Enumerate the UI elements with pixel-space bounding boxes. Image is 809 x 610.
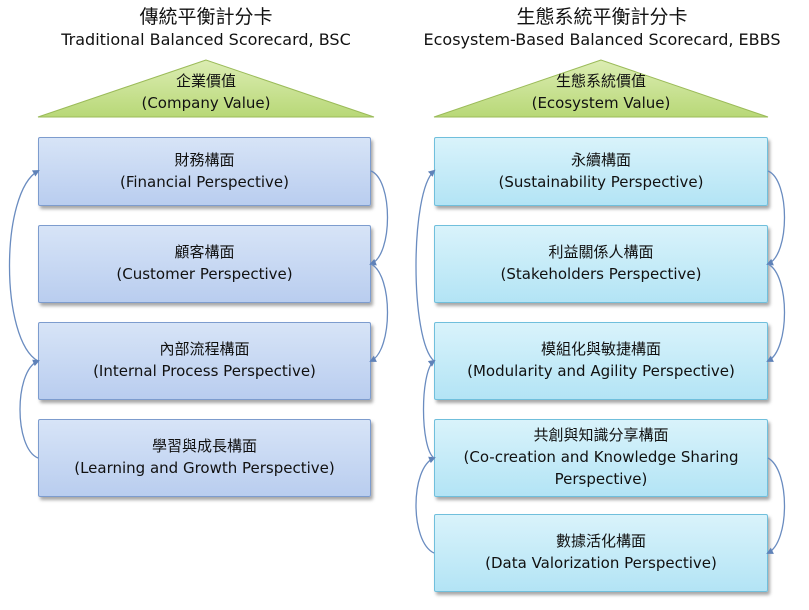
bsc-roof-label: 企業價值 (Company Value) xyxy=(106,71,306,115)
ebbs-arrow-modularity-to-sustainability xyxy=(415,169,436,362)
bsc-title-zh: 傳統平衡計分卡 xyxy=(139,6,273,28)
ebbs-arrow-stakeholders-to-modularity xyxy=(766,263,786,362)
ebbs-cocreation-en: (Co-creation and Knowledge Sharing xyxy=(463,448,739,467)
ebbs-data-valorization-zh: 數據活化構面 xyxy=(555,532,646,551)
ebbs-sustainability-en: (Sustainability Perspective) xyxy=(498,172,704,191)
ebbs-sustainability-box: 永續構面 (Sustainability Perspective) xyxy=(434,137,768,206)
ebbs-title: 生態系統平衡計分卡 Ecosystem-Based Balanced Score… xyxy=(395,6,809,50)
bsc-title-en: Traditional Balanced Scorecard, BSC xyxy=(61,29,351,49)
ebbs-roof-zh: 生態系統價值 xyxy=(555,72,646,90)
bsc-arrow-financial-to-customer xyxy=(369,170,389,266)
ebbs-arrow-cocreation-to-data xyxy=(766,457,786,554)
ebbs-title-zh: 生態系統平衡計分卡 xyxy=(516,6,688,28)
bsc-learning-growth-box: 學習與成長構面 (Learning and Growth Perspective… xyxy=(38,419,371,497)
ebbs-cocreation-box: 共創與知識分享構面 (Co-creation and Knowledge Sha… xyxy=(434,419,768,497)
ebbs-roof-triangle xyxy=(433,59,769,118)
bsc-internal-process-en: (Internal Process Perspective) xyxy=(93,362,316,380)
bsc-roof-triangle xyxy=(37,59,375,118)
ebbs-stakeholders-en: (Stakeholders Perspective) xyxy=(500,265,702,283)
roof-triangles xyxy=(37,59,769,118)
ebbs-arrow-cocreation-to-modularity xyxy=(422,359,436,459)
ebbs-stakeholders-box: 利益關係人構面 (Stakeholders Perspective) xyxy=(434,225,768,303)
ebbs-data-valorization-en: (Data Valorization Perspective) xyxy=(485,554,717,572)
bsc-learning-growth-zh: 學習與成長構面 xyxy=(151,437,257,456)
ebbs-modularity-agility-zh: 模組化與敏捷構面 xyxy=(540,340,661,359)
bsc-learning-growth-en: (Learning and Growth Perspective) xyxy=(74,459,335,477)
bsc-title: 傳統平衡計分卡 Traditional Balanced Scorecard, … xyxy=(38,6,374,50)
bsc-arrow-customer-to-process xyxy=(369,263,389,362)
bsc-financial-en: (Financial Perspective) xyxy=(119,172,290,191)
bsc-roof-en: (Company Value) xyxy=(141,93,271,112)
ebbs-cocreation-zh: 共創與知識分享構面 xyxy=(533,426,669,445)
ebbs-modularity-agility-en: (Modularity and Agility Perspective) xyxy=(467,362,735,380)
ebbs-cocreation-en2: Perspective) xyxy=(554,469,648,488)
bsc-internal-process-zh: 內部流程構面 xyxy=(159,340,250,359)
ebbs-roof-label: 生態系統價值 (Ecosystem Value) xyxy=(501,71,701,115)
ebbs-arrow-sustainability-to-stakeholders xyxy=(766,170,786,266)
ebbs-sustainability-zh: 永續構面 xyxy=(570,150,631,169)
ebbs-modularity-agility-box: 模組化與敏捷構面 (Modularity and Agility Perspec… xyxy=(434,322,768,400)
bsc-arrow-learning-to-process xyxy=(19,359,40,459)
bsc-arrow-process-to-financial xyxy=(8,170,40,362)
bsc-roof-zh: 企業價值 xyxy=(175,72,236,90)
bsc-financial-zh: 財務構面 xyxy=(174,150,235,169)
ebbs-data-valorization-box: 數據活化構面 (Data Valorization Perspective) xyxy=(434,514,768,592)
ebbs-roof-en: (Ecosystem Value) xyxy=(531,93,671,112)
bsc-customer-en: (Customer Perspective) xyxy=(116,265,293,283)
bsc-customer-zh: 顧客構面 xyxy=(174,243,235,262)
ebbs-title-en: Ecosystem-Based Balanced Scorecard, EBBS xyxy=(423,29,781,49)
bsc-customer-box: 顧客構面 (Customer Perspective) xyxy=(38,225,371,303)
bsc-financial-box: 財務構面 (Financial Perspective) xyxy=(38,137,371,206)
ebbs-stakeholders-zh: 利益關係人構面 xyxy=(548,243,654,262)
bsc-internal-process-box: 內部流程構面 (Internal Process Perspective) xyxy=(38,322,371,400)
ebbs-arrow-data-to-cocreation xyxy=(415,456,436,554)
